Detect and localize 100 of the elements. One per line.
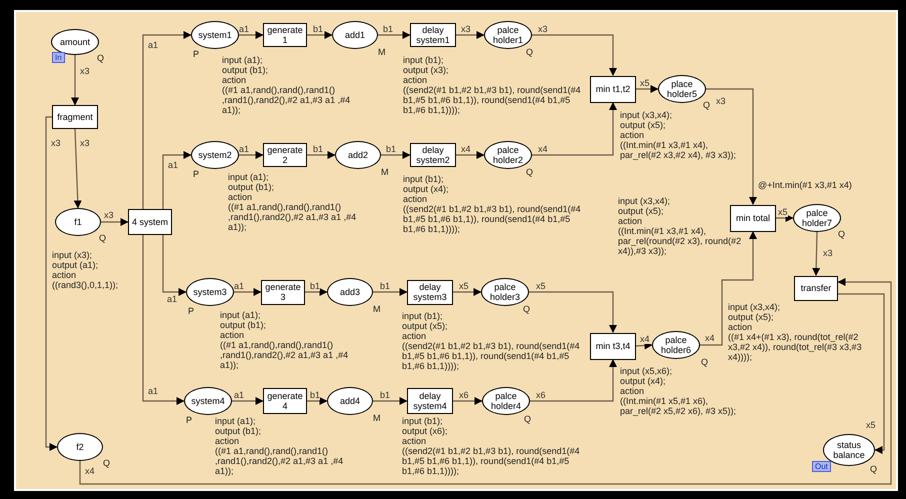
colour-set-label: Q <box>523 304 530 314</box>
edge-label: x4 <box>640 334 650 344</box>
edge-label: a1 <box>234 281 244 291</box>
edge-label: a1 <box>167 294 178 304</box>
transition-box: transfer <box>794 276 838 300</box>
edge-label: x4 <box>538 144 548 154</box>
transition-box: generate 4 <box>263 388 307 414</box>
transition-box: min total <box>730 204 776 232</box>
code-inscription: ((send2(#1 b1,#2 b1,#3 b1), round(send1(#4 b1,#5 b1,#6 b1,1)), round(send1(#4 b1,#5 b1,#6 b1,1)))); <box>402 341 581 371</box>
edge-label: b1 <box>313 144 324 154</box>
code-inscription: action <box>222 75 246 85</box>
arc-arrow <box>239 31 264 39</box>
arc-arrow <box>381 151 410 159</box>
code-inscription: input (x5,x6); <box>620 366 672 376</box>
edge-label: a1 <box>234 390 244 400</box>
colour-set-label: Q <box>701 357 708 367</box>
code-inscription: output (x6); <box>402 426 448 436</box>
code-inscription: input (b1); <box>402 416 443 426</box>
arc-arrow <box>79 278 892 485</box>
arc-arrow <box>453 397 482 405</box>
arc-arrow <box>373 288 408 296</box>
edge-label: x5 <box>536 281 546 291</box>
edge-label: x5 <box>640 78 650 88</box>
arc-arrow <box>239 151 264 159</box>
edge-label: b1 <box>313 24 324 34</box>
code-inscription: ((#1 a1,rand(),rand(),rand1() ,rand1(),rand2(),#2 a1,#3 a1 ,#4 a1)); <box>222 85 352 115</box>
colour-set-label: Q <box>870 464 878 474</box>
code-inscription: input (b1); <box>402 311 443 321</box>
port-tag: In <box>52 52 65 63</box>
arc-arrow <box>142 235 184 405</box>
edge-label: a1 <box>148 40 158 50</box>
transition-box: 4 system <box>128 209 172 235</box>
edge-label: x4 <box>705 333 715 343</box>
arc-arrow <box>700 231 757 346</box>
code-inscription: output (x5); <box>620 120 666 130</box>
code-inscription: action <box>403 194 428 204</box>
code-inscription: output (x3); <box>403 65 449 75</box>
arc-arrow <box>373 397 408 405</box>
code-inscription: input (a1); <box>228 172 269 182</box>
edge-label: x5 <box>778 207 788 217</box>
edge-label: x5 <box>866 420 876 430</box>
code-inscription: action <box>618 216 642 226</box>
code-inscription: action <box>620 386 644 396</box>
arc-arrow <box>101 218 128 226</box>
code-inscription: action <box>620 130 644 140</box>
arc-arrow <box>71 55 79 106</box>
colour-set-label: M <box>378 47 386 57</box>
arc-arrow <box>453 288 482 296</box>
transition-box: generate 2 <box>263 143 307 167</box>
code-inscription: output (b1); <box>228 182 274 192</box>
code-inscription: ((send2(#1 b1,#2 b1,#3 b1), round(send1(#4 b1,#5 b1,#6 b1,1)), round(send1(#4 b1,#5 b1,#6 b1,1)))); <box>403 204 582 234</box>
transition-box: fragment <box>52 105 98 129</box>
arc-arrow <box>456 151 484 159</box>
transition-box: delay system4 <box>407 388 453 414</box>
colour-set-label: Q <box>838 229 846 239</box>
edge-label: a1 <box>168 160 178 170</box>
arc-arrow <box>812 232 820 276</box>
edge-label: b1 <box>383 24 394 34</box>
arc-arrow <box>838 293 885 454</box>
arc-arrow <box>232 397 264 405</box>
code-inscription: action <box>403 75 428 85</box>
colour-set-label: P <box>193 49 200 59</box>
edge-label: b1 <box>310 281 320 291</box>
arc-arrow <box>530 359 617 402</box>
arc-arrow <box>234 288 262 296</box>
colour-set-label: M <box>373 304 380 314</box>
colour-set-label: M <box>381 167 388 177</box>
colour-set-label: Q <box>99 233 106 243</box>
code-inscription: input (a1); <box>215 416 256 426</box>
edge-label: x3 <box>716 96 726 106</box>
edge-label: x6 <box>459 390 469 400</box>
arc-arrow <box>45 116 58 451</box>
code-inscription: output (x4); <box>403 184 449 194</box>
arc-arrow <box>636 341 652 350</box>
code-inscription: action <box>215 436 240 446</box>
arc-arrow <box>636 85 658 93</box>
code-inscription: output (b1); <box>220 320 266 330</box>
code-inscription: input (x3); <box>52 250 92 260</box>
code-inscription: input (x3,x4); <box>618 196 670 206</box>
transition-box: delay system1 <box>410 23 456 47</box>
transition-box: min t1,t2 <box>590 76 636 102</box>
code-inscription: input (a1); <box>222 55 263 65</box>
edge-label: x5 <box>459 281 469 291</box>
colour-set-label: Q <box>524 414 532 424</box>
edge-label: a1 <box>239 24 250 34</box>
edge-label: a1 <box>148 386 158 396</box>
arc-arrow <box>307 151 336 159</box>
code-inscription: action <box>228 192 252 202</box>
arc-arrow <box>142 31 192 209</box>
arc-arrow <box>378 31 410 39</box>
colour-set-label: P <box>186 415 192 425</box>
code-inscription: ((send2(#1 b1,#2 b1,#3 b1), round(send1(#4 b1,#5 b1,#6 b1,1)), round(send1(#4 b1,#5 b1,#6 b1,1)))); <box>403 85 582 115</box>
code-inscription: action <box>52 270 76 280</box>
code-inscription: ((#1 a1,rand(),rand(),rand1() ,rand1(),rand2(),#2 a1,#3 a1 ,#4 a1)); <box>220 340 350 370</box>
code-inscription: ((#1 x4+(#1 x3), round(tot_rel(#2 x3,#2 x4)), round(tot_rel(#3 x3,#3 x4)))); <box>728 332 863 362</box>
code-inscription: output (x5); <box>728 312 774 322</box>
colour-set-label: P <box>193 169 200 179</box>
code-inscription: action <box>728 322 752 332</box>
transition-box: generate 1 <box>263 23 307 47</box>
colour-set-label: P <box>188 306 194 316</box>
